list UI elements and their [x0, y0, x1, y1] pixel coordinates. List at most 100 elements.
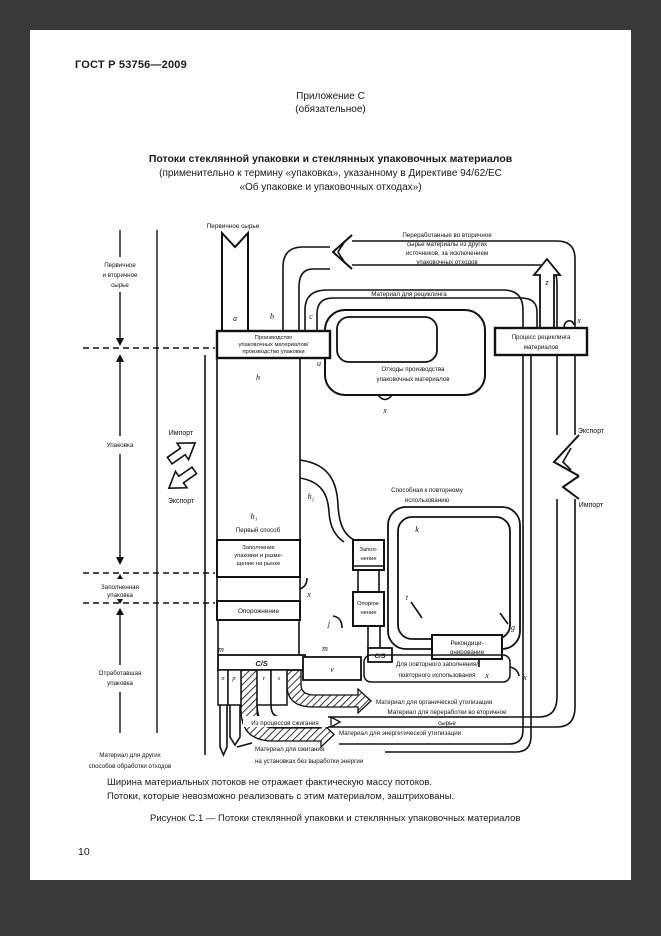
letter-k: k	[415, 525, 419, 534]
appendix-title: Приложение С	[296, 91, 365, 102]
legend-primary-2: и вторичное	[103, 272, 139, 279]
legend-spent-2: упаковка	[107, 680, 133, 687]
recondition-box-label-1: Рекондици-	[450, 640, 483, 647]
figure-subtitle-2: «Об упаковке и упаковочных отходах»)	[239, 182, 422, 193]
letter-s: s	[278, 675, 281, 682]
letter-b: b	[270, 312, 274, 321]
filling-box-label-1: Запол-	[359, 547, 377, 553]
recycled-src-4: упаковочных отходов	[416, 259, 478, 266]
flow-lines	[204, 234, 580, 757]
import-left-label: Импорт	[169, 430, 194, 437]
export-arrow-icon	[167, 466, 198, 490]
refill-channel: Для повторного заполнения/ повторного ис…	[363, 654, 511, 683]
legend-filled-1: Заполненная	[101, 584, 139, 591]
letter-p: p	[231, 675, 236, 682]
legend-primary-3: сырье	[111, 282, 129, 289]
figure-subtitle-1: (применительно к термину «упаковка», ука…	[159, 167, 502, 179]
flow-diagram: Первичное и вторичное сырье Упаковка Зап…	[83, 223, 605, 770]
refill-label-2: повторного использования	[399, 672, 476, 679]
reusable-label-2: использованию	[405, 497, 450, 504]
cs-right-label: C/S	[375, 653, 387, 660]
legend-spent-1: Отработавшая	[99, 670, 142, 677]
letter-g: g	[511, 623, 515, 632]
note-flow-width: Ширина материальных потоков не отражает …	[107, 777, 432, 788]
letter-r: r	[263, 675, 266, 682]
emptying2-box-label-1: Опорож-	[357, 601, 380, 607]
letter-n: n	[221, 675, 224, 682]
other-treatment-label-1: Материал для других	[99, 752, 161, 759]
letter-x-emptying: x	[306, 590, 311, 599]
letter-h: h	[256, 373, 260, 382]
other-treatment-label-2: способов обработки отходов	[89, 763, 172, 770]
cs-header-box: C/S	[217, 654, 306, 671]
emptying2-box: Опорож- нение	[352, 591, 385, 627]
organic-recovery-band	[286, 669, 372, 715]
fill-market-label-2: упаковки и разме-	[234, 553, 283, 559]
first-way-label: Первый способ	[236, 527, 281, 534]
secondary-label-2: сырье	[438, 720, 456, 727]
import-right-label: Импорт	[579, 502, 604, 509]
letter-v: v	[330, 665, 334, 674]
letter-a: a	[233, 314, 237, 323]
export-left-label: Экспорт	[168, 498, 195, 505]
production-waste-label-2: упаковочных материалов	[376, 376, 450, 383]
primary-raw-label: Первичное сырье	[207, 223, 260, 230]
letter-m-right: m	[322, 644, 328, 653]
figure-title-block: Потоки стеклянной упаковки и стеклянных …	[30, 152, 631, 196]
reusable-label-1: Способная к повторному	[391, 487, 464, 494]
letter-x-recondition: x	[484, 671, 489, 680]
legend-primary-1: Первичное	[104, 262, 136, 269]
letter-h1: h₁	[251, 512, 258, 521]
export-break-icon	[552, 434, 580, 477]
cs-header-label: C/S	[255, 659, 267, 668]
incineration-arrow-n	[219, 705, 228, 757]
legend-packaging: Упаковка	[106, 442, 134, 449]
letter-x-refill: x	[522, 673, 527, 682]
arrow-down-icon	[116, 338, 124, 346]
emptying-box: Опорожнение	[216, 600, 301, 621]
recycling-box-label-1: Процесс рециклинга	[512, 334, 571, 341]
secondary-label-1: Материал для переработки во вторичное	[388, 709, 508, 716]
production-box: Производство упаковочных материалов/ про…	[215, 329, 332, 360]
import-export-left: Импорт Экспорт	[166, 430, 198, 505]
arrow-up-icon	[116, 608, 124, 615]
standard-number: ГОСТ Р 53756—2009	[75, 59, 187, 71]
letter-m-left: m	[218, 645, 224, 654]
incineration-label-1: Материал для сжигания	[255, 746, 324, 753]
legend-axis	[83, 230, 215, 733]
arrow-down-icon	[117, 599, 123, 604]
filling-box: Запол- нение	[352, 539, 385, 571]
recycled-src-2: сырье материалы из других	[407, 241, 488, 248]
letter-c: c	[309, 312, 313, 321]
production-box-label-3: производство упаковки	[242, 349, 304, 355]
emptying-box-label: Опорожнение	[238, 608, 279, 615]
letter-t: t	[406, 593, 409, 602]
import-break-icon	[561, 475, 580, 500]
flow-g-leader	[499, 612, 509, 625]
legend-labels: Первичное и вторичное сырье Упаковка Зап…	[99, 262, 142, 687]
fill-market-label-1: Заполнение	[242, 545, 274, 551]
note-hatched-flows: Потоки, которые невозможно реализовать с…	[107, 791, 455, 802]
refill-label-1: Для повторного заполнения/	[396, 661, 478, 668]
organic-label: Материал для органической утилизации	[376, 699, 493, 706]
recycling-material-label: Материал для рециклинга	[371, 291, 447, 298]
production-waste-label-1: Отходы производства	[382, 366, 446, 373]
waste-sorting-cells	[217, 669, 288, 706]
figure-title: Потоки стеклянной упаковки и стеклянных …	[148, 153, 513, 165]
figure-caption: Рисунок С.1 — Потоки стеклянной упаковки…	[150, 813, 521, 824]
production-box-label-2: упаковочных материалов/	[238, 342, 308, 348]
export-right-label: Экспорт	[578, 428, 605, 435]
letter-x-waste: x	[382, 406, 387, 415]
fill-market-label-3: щение на рынке	[237, 561, 281, 567]
letter-h2: h₂	[308, 492, 315, 501]
arrow-down-icon	[116, 557, 124, 565]
arrow-up-icon	[116, 354, 124, 362]
reuse-loop	[387, 506, 521, 650]
production-box-label-1: Производство	[255, 335, 293, 341]
legend-filled-2: упаковка	[107, 592, 133, 599]
from-incineration-label: Из процессов сжигания	[251, 720, 318, 727]
flow-t-leader	[410, 601, 423, 619]
recycled-output-arrow	[532, 257, 562, 329]
energy-label: Материал для энергетической утилизации	[339, 730, 462, 737]
recondition-box-label-2: онирование	[450, 649, 485, 656]
